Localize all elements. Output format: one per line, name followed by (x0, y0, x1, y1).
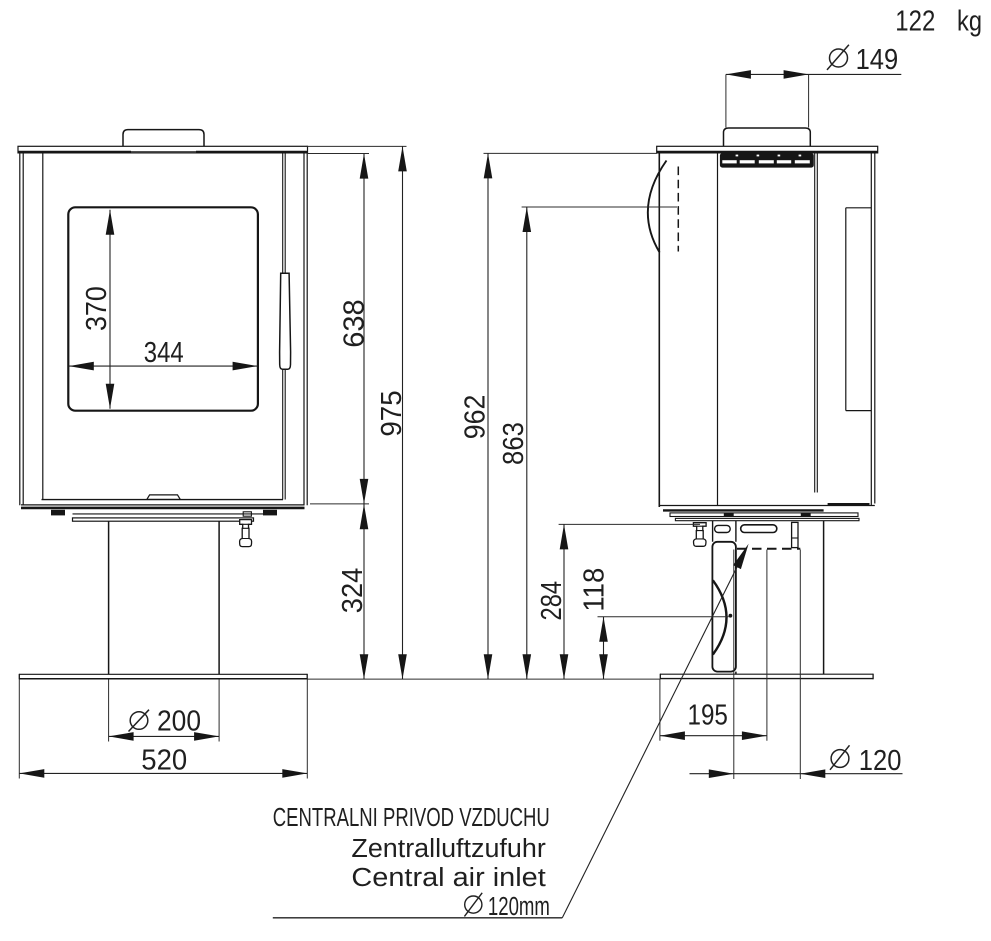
svg-text:520: 520 (141, 744, 187, 776)
svg-text:962: 962 (459, 395, 491, 440)
svg-text:120: 120 (859, 745, 902, 777)
svg-text:284: 284 (536, 581, 568, 621)
svg-text:975: 975 (376, 390, 408, 436)
svg-text:200: 200 (157, 706, 201, 738)
svg-text:324: 324 (337, 568, 369, 614)
svg-text:CENTRALNI PRIVOD VZDUCHU: CENTRALNI PRIVOD VZDUCHU (273, 804, 550, 832)
svg-text:370: 370 (81, 286, 113, 331)
svg-text:149: 149 (856, 44, 899, 76)
svg-text:195: 195 (688, 699, 728, 731)
svg-text:Central air inlet: Central air inlet (351, 864, 545, 892)
svg-text:638: 638 (338, 299, 370, 347)
svg-text:122: 122 (895, 6, 935, 38)
svg-text:Zentralluftzufuhr: Zentralluftzufuhr (351, 835, 546, 863)
svg-text:344: 344 (144, 337, 184, 369)
svg-text:120mm: 120mm (488, 893, 550, 921)
svg-text:kg: kg (957, 6, 982, 38)
svg-text:118: 118 (578, 568, 610, 612)
svg-text:863: 863 (498, 422, 530, 465)
